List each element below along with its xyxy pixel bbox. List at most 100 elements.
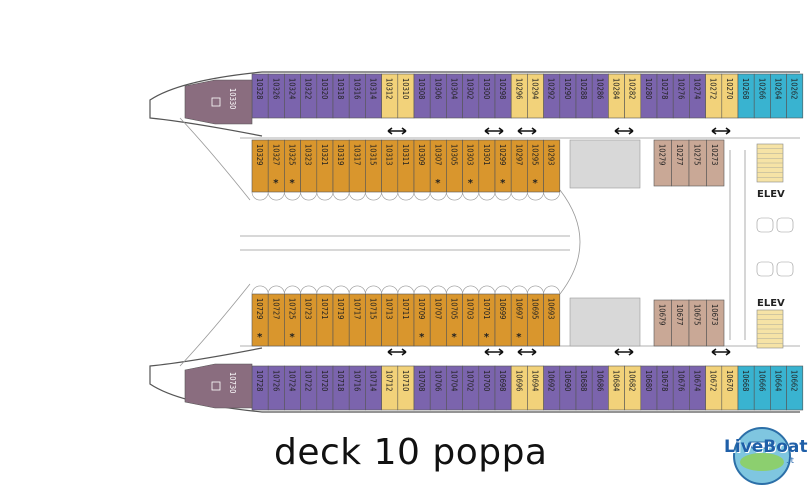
cabin-number: 10266 — [757, 78, 766, 99]
balcony-arc — [543, 191, 561, 201]
cabin-number: 10697 — [514, 298, 523, 319]
suite-number: 10330 — [228, 88, 237, 109]
balcony-arc — [348, 191, 366, 201]
logo-text: LiveBoat — [724, 437, 808, 457]
cabin-number: 10264 — [774, 78, 783, 99]
cabin-number: 10295 — [531, 144, 540, 165]
cabin-note-mark: * — [435, 178, 441, 189]
cabin-number: 10270 — [725, 78, 734, 99]
cabin-number: 10729 — [255, 298, 264, 319]
connecting-door-arrow — [614, 127, 634, 135]
cabin-number: 10724 — [288, 370, 297, 391]
connecting-door-arrow — [711, 348, 731, 356]
cabin-number: 10284 — [612, 78, 621, 99]
balcony-arc — [478, 285, 496, 295]
cabin-number: 10305 — [450, 144, 459, 165]
cabin-number: 10696 — [514, 370, 523, 391]
suite-bath-icon — [211, 97, 221, 107]
balcony-arc — [543, 285, 561, 295]
cabin-note-mark: * — [452, 332, 458, 343]
cabin-number: 10701 — [482, 298, 491, 319]
cabin-number: 10282 — [628, 78, 637, 99]
cabin-number: 10712 — [385, 370, 394, 391]
cabin-number: 10715 — [369, 298, 378, 319]
cabin-number: 10684 — [612, 370, 621, 391]
cabin-number: 10711 — [401, 298, 410, 319]
connecting-door-arrow — [484, 127, 504, 135]
cabin — [543, 293, 561, 347]
cabin-number: 10686 — [595, 370, 604, 391]
cabin-number: 10694 — [531, 370, 540, 391]
balcony-arc — [494, 191, 512, 201]
cabin-number: 10274 — [693, 78, 702, 99]
elevator-car — [756, 217, 774, 233]
cabin-number: 10706 — [433, 370, 442, 391]
balcony-arc — [365, 285, 382, 295]
cabin-number: 10700 — [482, 370, 491, 391]
balcony-arc — [251, 191, 269, 201]
connecting-door-arrow — [387, 127, 407, 135]
cabin-number: 10309 — [417, 144, 426, 165]
cabin-number: 10321 — [320, 144, 329, 165]
cabin-number: 10290 — [563, 78, 572, 99]
cabin-number: 10326 — [271, 78, 280, 99]
balcony-arc — [510, 285, 528, 295]
cabin-number: 10710 — [401, 370, 410, 391]
connecting-door-arrow — [484, 348, 504, 356]
cabin-number: 10322 — [304, 78, 313, 99]
balcony-arc — [397, 191, 415, 201]
cabin — [706, 299, 725, 347]
balcony-arc — [510, 191, 528, 201]
cabin-number: 10299 — [498, 144, 507, 165]
cabin-number: 10720 — [320, 370, 329, 391]
balcony-arc — [429, 285, 447, 295]
balcony-arc — [397, 285, 415, 295]
cabin — [543, 139, 561, 193]
cabin — [786, 73, 804, 119]
balcony-arc — [446, 285, 463, 295]
cabin-number: 10288 — [579, 78, 588, 99]
connecting-door-arrow — [517, 127, 537, 135]
stern-inner-top — [179, 117, 251, 201]
cabin-note-mark: * — [468, 178, 474, 189]
cabin-number: 10292 — [547, 78, 556, 99]
service-block-bottom — [569, 297, 641, 347]
cabin-number: 10323 — [304, 144, 313, 165]
balcony-arc — [527, 191, 544, 201]
cabin-number: 10723 — [304, 298, 313, 319]
cabin-number: 10725 — [288, 298, 297, 319]
cabin-number: 10317 — [352, 144, 361, 165]
cabin-number: 10272 — [709, 78, 718, 99]
balcony-arc — [381, 191, 399, 201]
balcony-arc — [446, 191, 463, 201]
cabin-note-mark: * — [290, 178, 296, 189]
cabin-number: 10707 — [433, 298, 442, 319]
cabin-number: 10319 — [336, 144, 345, 165]
cabin-number: 10676 — [676, 370, 685, 391]
cabin-number: 10273 — [710, 144, 719, 165]
cabin-number: 10327 — [271, 144, 280, 165]
cabin-number: 10702 — [466, 370, 475, 391]
cabin-number: 10675 — [693, 304, 702, 325]
cabin-number: 10294 — [531, 78, 540, 99]
atrium-curve — [559, 150, 746, 340]
cabin-number: 10302 — [466, 78, 475, 99]
cabin-number: 10318 — [336, 78, 345, 99]
balcony-arc — [413, 191, 431, 201]
cabin-number: 10325 — [288, 144, 297, 165]
balcony-arc — [267, 285, 285, 295]
balcony-arc — [332, 191, 350, 201]
cabin-number: 10692 — [547, 370, 556, 391]
cabin-number: 10693 — [547, 298, 556, 319]
cabin-number: 10310 — [401, 78, 410, 99]
balcony-arc — [429, 191, 447, 201]
cabin-number: 10307 — [433, 144, 442, 165]
cabin-note-mark: * — [533, 178, 539, 189]
cabin-number: 10708 — [417, 370, 426, 391]
cabin-number: 10719 — [336, 298, 345, 319]
balcony-arc — [527, 285, 544, 295]
suite-bath-icon — [211, 381, 221, 391]
cabin-number: 10673 — [710, 304, 719, 325]
